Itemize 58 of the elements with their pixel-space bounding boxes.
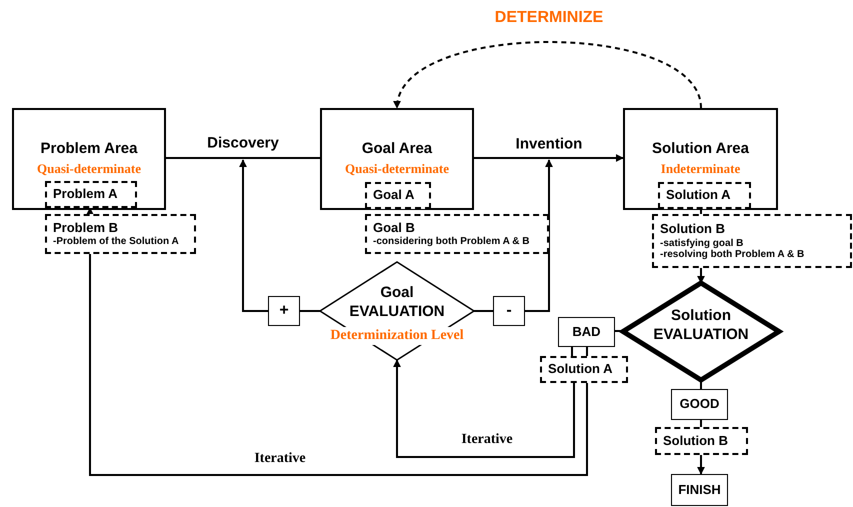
sign-box — [493, 296, 525, 326]
box-note: -resolving both Problem A & B — [660, 249, 804, 261]
dashed-box — [655, 427, 748, 455]
arrow — [474, 154, 624, 162]
box-note: -considering both Problem A & B — [373, 236, 530, 248]
dashed-arrow — [395, 41, 702, 109]
box-title: Solution A — [666, 187, 731, 204]
dashed-box — [658, 182, 751, 209]
edge-label: Discovery — [205, 136, 281, 150]
dashed-box — [45, 181, 137, 208]
box-title: - — [506, 301, 512, 321]
arrow — [239, 159, 268, 312]
arrow — [525, 159, 553, 312]
connector-line — [571, 346, 588, 357]
box-title: Problem A — [53, 186, 118, 203]
dashed-box — [540, 356, 628, 383]
box-note: -satisfying goal B — [660, 238, 744, 250]
box-title: + — [279, 301, 289, 321]
box-title: FINISH — [678, 482, 721, 498]
determinacy-label: Quasi-determinate — [345, 160, 449, 177]
connector-line — [300, 310, 320, 312]
dashed-box — [45, 214, 196, 254]
result-box — [671, 474, 728, 506]
result-box — [671, 389, 728, 420]
determinacy-label: Quasi-determinate — [37, 160, 141, 177]
box-note: -Problem of the Solution A — [53, 236, 179, 248]
dashed-box — [365, 182, 431, 209]
sign-box — [268, 296, 300, 326]
result-box — [558, 317, 615, 347]
decision-text: Goal EVALUATION — [348, 284, 446, 322]
connector-line — [166, 157, 320, 159]
level-label: Determinization Level — [328, 327, 466, 344]
connector-line — [89, 254, 588, 476]
box-title: Solution B — [660, 221, 725, 238]
area-box — [623, 108, 778, 210]
arrow — [697, 455, 705, 475]
area-title: Problem Area — [40, 140, 138, 159]
arrow — [697, 268, 705, 284]
connector-line — [474, 310, 493, 312]
connector-line — [700, 210, 702, 214]
box-title: BAD — [572, 324, 601, 340]
box-title: Goal B — [373, 220, 415, 236]
area-box — [320, 108, 474, 210]
dashed-box — [652, 214, 852, 268]
box-title: Solution A — [548, 361, 613, 378]
box-title: Problem B — [53, 220, 118, 236]
determinacy-label: Indeterminate — [660, 160, 740, 177]
arrow — [393, 359, 575, 458]
area-title: Goal Area — [362, 140, 432, 159]
area-title: Solution Area — [652, 140, 749, 159]
box-title: Goal A — [373, 187, 414, 204]
box-title: Solution B — [663, 432, 728, 450]
connector-line — [700, 420, 702, 427]
area-box — [12, 108, 166, 210]
dashed-box — [365, 214, 549, 254]
edge-label: Invention — [514, 136, 584, 152]
box-title: GOOD — [680, 396, 720, 413]
decision-text: Solution EVALUATION — [652, 307, 750, 344]
